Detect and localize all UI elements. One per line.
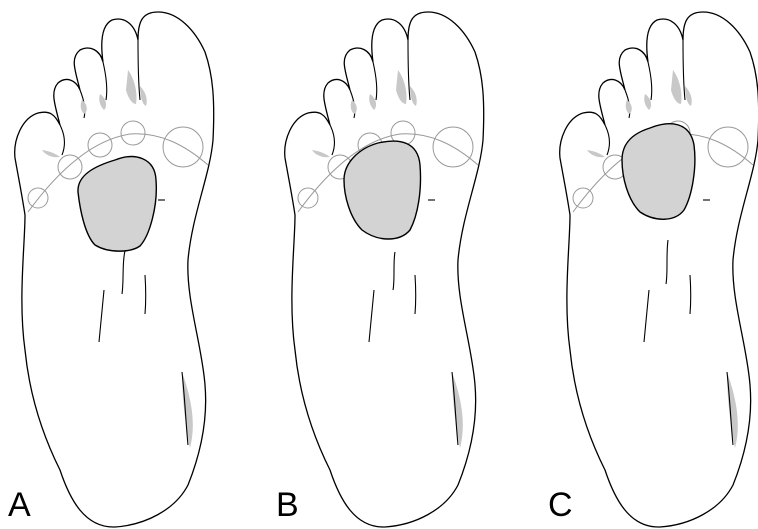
panel-label-a: A: [8, 488, 31, 522]
pad-shape-a: [78, 157, 156, 252]
panel-label-b: B: [276, 488, 299, 522]
panel-label-c: C: [548, 488, 573, 522]
foot-panel-b: [285, 12, 484, 527]
foot-panel-a: [15, 12, 214, 527]
foot-panel-c: [560, 12, 758, 527]
